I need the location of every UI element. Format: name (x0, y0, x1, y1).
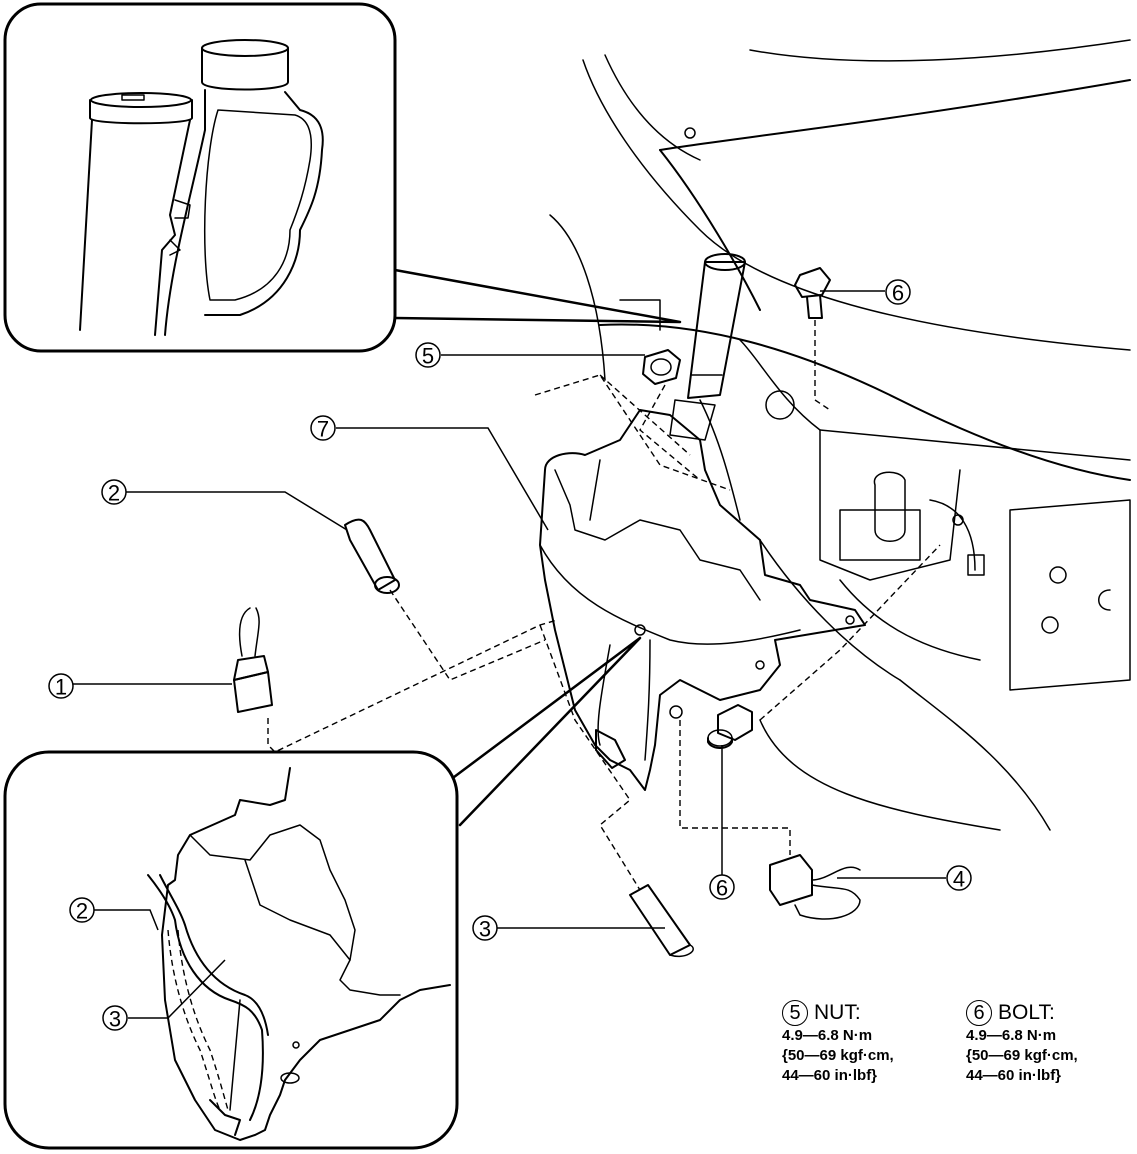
callout-7: 7 (310, 415, 336, 442)
svg-text:3: 3 (109, 1007, 121, 1032)
hose-lower-part (629, 884, 694, 957)
callout-3-inset: 3 (102, 1005, 128, 1032)
vehicle-body-structure (549, 39, 1131, 831)
nut-spec-heading: 5 NUT: (782, 1000, 894, 1026)
nut-spec-label: NUT: (814, 1001, 861, 1024)
callout-1: 1 (48, 673, 74, 700)
callout-2: 2 (101, 479, 127, 506)
nut-spec-number: 5 (782, 1000, 808, 1026)
bolt-lower-part (707, 704, 753, 749)
nut-spec-line-3: 44—60 in·lbf} (782, 1067, 878, 1084)
bolt-spec-number: 6 (966, 1000, 992, 1026)
svg-text:1: 1 (55, 675, 67, 700)
svg-text:7: 7 (317, 417, 329, 442)
detail-inset-filler-neck (3, 2, 682, 353)
washer-tank (539, 253, 866, 791)
bolt-spec-heading: 6 BOLT: (966, 1000, 1078, 1026)
bolt-spec-line-1: 4.9—6.8 N·m (966, 1027, 1057, 1044)
svg-text:2: 2 (108, 481, 120, 506)
bolt-upper-part (794, 267, 831, 319)
svg-text:6: 6 (892, 281, 904, 306)
bolt-spec-line-2: {50—69 kgf·cm, (966, 1047, 1078, 1064)
bolt-torque-spec: 6 BOLT: 4.9—6.8 N·m {50—69 kgf·cm, 44—60… (966, 1000, 1078, 1086)
bolt-spec-line-3: 44—60 in·lbf} (966, 1067, 1062, 1084)
callout-3: 3 (472, 915, 498, 942)
callout-4: 4 (946, 865, 972, 892)
svg-text:5: 5 (422, 344, 434, 369)
nut-spec-line-2: {50—69 kgf·cm, (782, 1047, 894, 1064)
leader-lines (72, 290, 946, 1019)
nut-torque-spec: 5 NUT: 4.9—6.8 N·m {50—69 kgf·cm, 44—60 … (782, 1000, 894, 1086)
callout-2-inset: 2 (69, 897, 95, 924)
pump-connector-part (769, 854, 861, 920)
nut-part (642, 349, 681, 385)
callout-6-lower: 6 (709, 874, 735, 901)
nut-spec-line-1: 4.9—6.8 N·m (782, 1027, 873, 1044)
hose-upper-part (344, 518, 400, 594)
detail-inset-hose-routing (3, 636, 642, 1150)
callout-6-upper: 6 (885, 279, 911, 306)
connector-part (233, 607, 273, 713)
bolt-spec-label: BOLT: (998, 1001, 1055, 1024)
callout-5: 5 (415, 342, 441, 369)
svg-text:3: 3 (479, 917, 491, 942)
svg-text:2: 2 (76, 899, 88, 924)
assembly-lines (267, 320, 941, 891)
svg-text:4: 4 (953, 867, 965, 892)
svg-text:6: 6 (716, 876, 728, 901)
